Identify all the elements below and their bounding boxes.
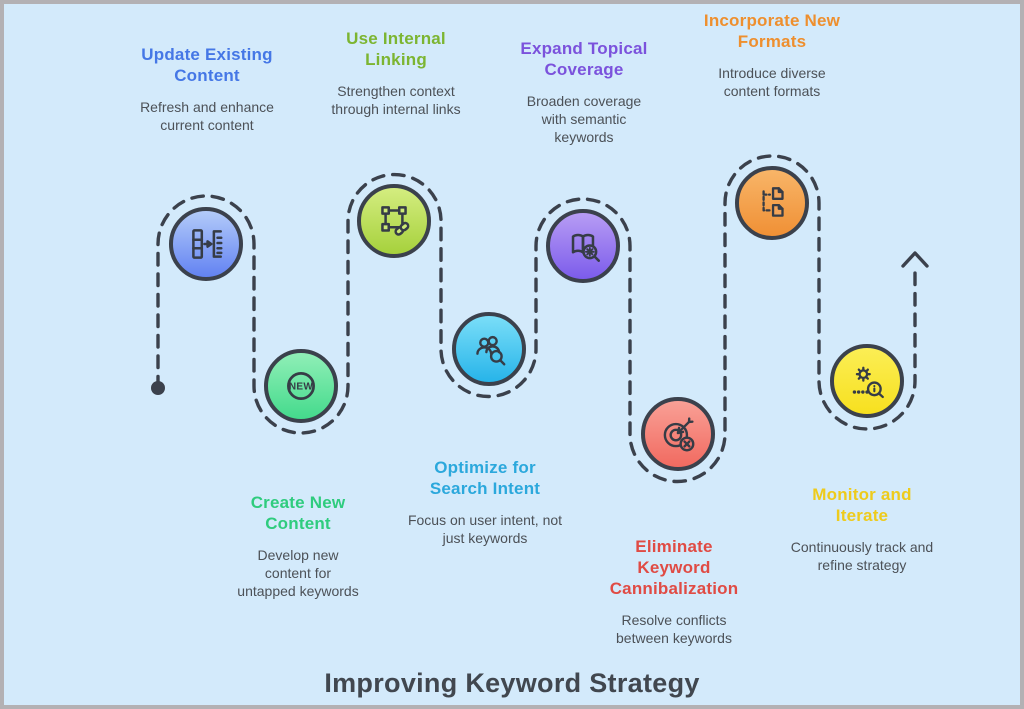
step-title: Monitor and Iterate — [812, 485, 912, 525]
arrow-up-icon — [901, 251, 929, 268]
step-description: Strengthen context through internal link… — [331, 83, 461, 117]
book-search-icon — [562, 225, 604, 267]
new-badge-text: NEW — [289, 382, 313, 393]
file-tree-icon — [751, 182, 793, 224]
step-title: Incorporate New Formats — [703, 11, 841, 51]
node-create-new-content: NEW — [264, 349, 338, 423]
step-title: Create New Content — [250, 493, 346, 533]
new-badge-icon: NEW — [280, 365, 322, 407]
step-description: Continuously track and refine strategy — [790, 539, 934, 573]
step-title: Optimize for Search Intent — [429, 458, 541, 498]
start-dot — [151, 381, 165, 395]
step-label-eliminate-keyword-cannibalization: Eliminate Keyword Cannibalization Resolv… — [589, 536, 759, 647]
bug-search-icon — [846, 360, 888, 402]
link-nodes-icon — [373, 200, 415, 242]
step-title: Use Internal Linking — [346, 29, 446, 69]
step-description: Broaden coverage with semantic keywords — [526, 93, 642, 145]
node-eliminate-keyword-cannibalization — [641, 397, 715, 471]
document-transfer-icon — [185, 223, 227, 265]
step-description: Focus on user intent, not just keywords — [407, 512, 563, 546]
node-monitor-and-iterate — [830, 344, 904, 418]
step-title: Update Existing Content — [141, 45, 273, 85]
journey-dashed-path — [156, 154, 917, 484]
node-expand-topical-coverage — [546, 209, 620, 283]
step-description: Introduce diverse content formats — [718, 65, 826, 99]
step-label-monitor-and-iterate: Monitor and Iterate Continuously track a… — [777, 484, 947, 574]
step-label-create-new-content: Create New Content Develop new content f… — [213, 492, 383, 600]
step-label-expand-topical-coverage: Expand Topical Coverage Broaden coverage… — [499, 38, 669, 146]
step-label-incorporate-new-formats: Incorporate New Formats Introduce divers… — [687, 10, 857, 100]
step-title: Expand Topical Coverage — [520, 39, 648, 79]
step-label-use-internal-linking: Use Internal Linking Strengthen context … — [311, 28, 481, 118]
audience-search-icon — [468, 328, 510, 370]
node-use-internal-linking — [357, 184, 431, 258]
step-description: Resolve conflicts between keywords — [616, 612, 732, 646]
node-optimize-for-search-intent — [452, 312, 526, 386]
page-title: Improving Keyword Strategy — [324, 668, 700, 698]
step-label-update-existing-content: Update Existing Content Refresh and enha… — [122, 44, 292, 134]
step-description: Refresh and enhance current content — [140, 99, 274, 133]
journey-path-svg — [151, 154, 929, 484]
step-label-optimize-for-search-intent: Optimize for Search Intent Focus on user… — [400, 457, 570, 547]
node-incorporate-new-formats — [735, 166, 809, 240]
step-description: Develop new content for untapped keyword… — [237, 547, 359, 599]
step-title: Eliminate Keyword Cannibalization — [609, 537, 739, 598]
target-remove-icon — [657, 413, 699, 455]
node-update-existing-content — [169, 207, 243, 281]
